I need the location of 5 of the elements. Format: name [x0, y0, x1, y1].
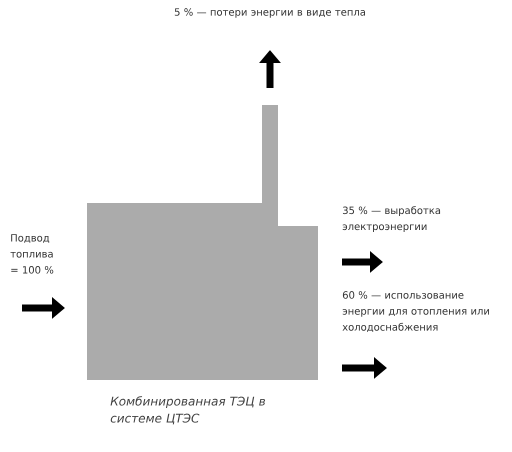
note-text: Подвод топлива = 100 %: [10, 234, 54, 274]
block-heading: Комбинированная ТЭЦ в системе ЦТЭС: [110, 396, 266, 424]
note-text: 5 % — потери энергии в виде тепла: [174, 8, 365, 18]
note-text: 35 % — выработка электроэнергии: [342, 206, 440, 232]
note-text: 60 % — использование энергии для отопления или холодоснабжения: [342, 291, 489, 332]
